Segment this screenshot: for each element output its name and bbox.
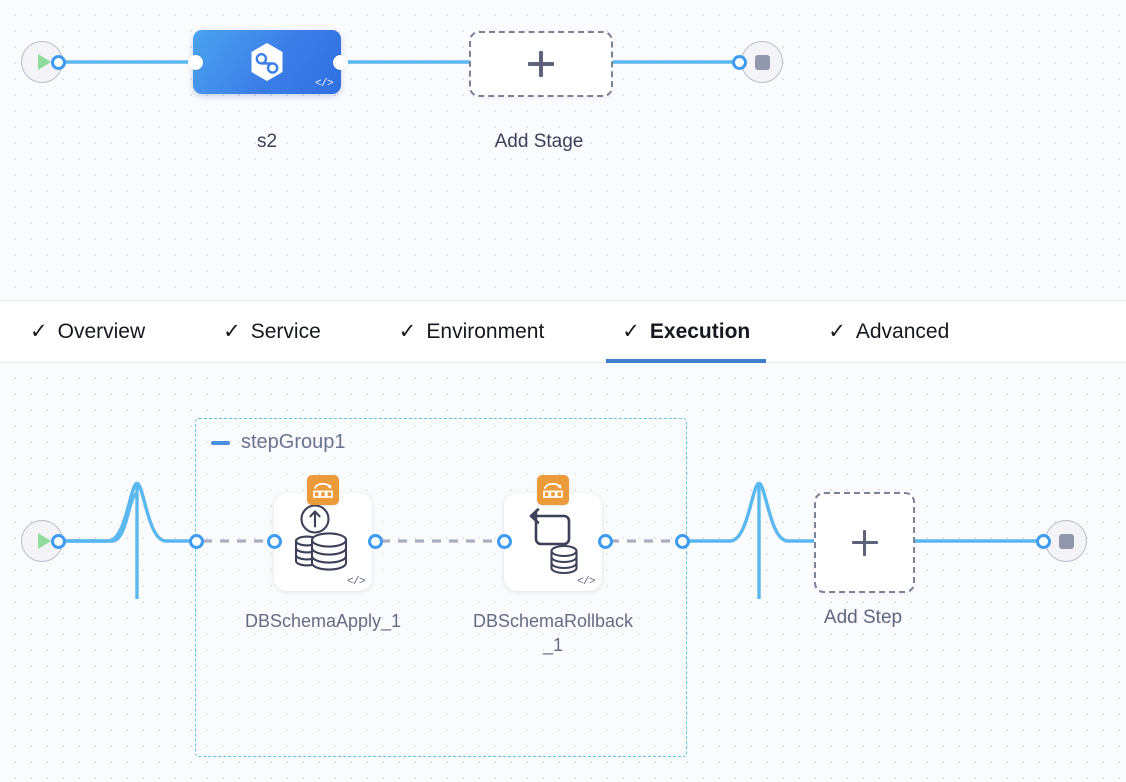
stage-node-s2[interactable]: </> <box>193 30 341 94</box>
stop-icon <box>1058 533 1074 549</box>
step-node-dbschemarollback[interactable]: </> <box>504 475 602 591</box>
tab-execution-label: Execution <box>649 319 751 343</box>
add-step-button[interactable] <box>814 492 915 593</box>
check-icon: ✓ <box>223 320 241 343</box>
step-group-input-port[interactable] <box>189 534 204 549</box>
check-icon: ✓ <box>398 320 417 343</box>
stage-node-output-port[interactable] <box>333 55 348 70</box>
step-group-output-port[interactable] <box>675 534 690 549</box>
stage-node-input-port[interactable] <box>188 55 203 70</box>
start-node-output-port[interactable] <box>51 55 66 70</box>
liquibase-glyph <box>313 482 333 498</box>
check-icon: ✓ <box>828 320 846 343</box>
tab-service-label: Service <box>250 319 321 343</box>
tab-environment[interactable]: ✓ Environment <box>383 301 561 362</box>
play-icon <box>37 54 51 70</box>
stop-icon <box>754 54 770 70</box>
tab-execution[interactable]: ✓ Execution <box>606 301 767 363</box>
execution-end-node[interactable] <box>1045 520 1087 562</box>
end-node-input-port[interactable] <box>732 55 747 70</box>
harness-hexagon-icon <box>251 43 283 81</box>
stage-node-label: s2 <box>256 131 278 152</box>
execution-end-input-port[interactable] <box>1036 534 1051 549</box>
tab-service[interactable]: ✓ Service <box>207 301 337 362</box>
step-2-code-badge-icon: </> <box>576 576 596 588</box>
liquibase-glyph <box>543 482 563 498</box>
stage-config-tabs[interactable]: ✓ Overview ✓ Service ✓ Environment ✓ Exe… <box>0 300 1126 363</box>
step-1-code-badge-icon: </> <box>346 576 366 588</box>
step-node-dbschemaapply-label: DBSchemaApply_1 <box>244 611 402 631</box>
add-stage-button[interactable] <box>469 31 613 97</box>
step-node-dbschemaapply[interactable]: </> <box>274 475 372 591</box>
pipeline-stage-canvas[interactable]: </> s2 Add Stage <box>0 0 1126 300</box>
plus-icon <box>851 529 878 556</box>
pipeline-end-node[interactable] <box>741 41 783 83</box>
step-group-stepGroup1[interactable] <box>195 418 687 757</box>
step-2-output-port[interactable] <box>598 534 613 549</box>
step-group-title: stepGroup1 <box>241 431 346 453</box>
step-1-input-port[interactable] <box>267 534 282 549</box>
tab-overview-label: Overview <box>57 319 146 343</box>
play-icon <box>37 533 51 549</box>
minus-icon[interactable] <box>211 440 230 445</box>
add-stage-label: Add Stage <box>494 131 584 152</box>
step-1-output-port[interactable] <box>368 534 383 549</box>
stage-code-badge-icon: </> <box>314 78 334 90</box>
step-group-header[interactable]: stepGroup1 <box>211 431 346 454</box>
execution-start-output-port[interactable] <box>51 534 66 549</box>
db-schema-apply-icon <box>274 499 372 583</box>
plus-icon <box>528 51 554 77</box>
tab-advanced[interactable]: ✓ Advanced <box>812 301 965 362</box>
check-icon: ✓ <box>622 320 640 343</box>
tab-advanced-label: Advanced <box>855 319 950 343</box>
db-schema-rollback-icon <box>504 499 602 583</box>
add-step-label: Add Step <box>823 607 903 628</box>
tab-environment-label: Environment <box>426 319 545 343</box>
step-node-dbschemarollback-label: DBSchemaRollback_1 <box>472 611 634 655</box>
execution-step-canvas[interactable]: stepGroup1 <box>0 363 1126 782</box>
check-icon: ✓ <box>30 320 48 343</box>
step-2-input-port[interactable] <box>497 534 512 549</box>
tab-overview[interactable]: ✓ Overview <box>14 301 161 362</box>
liquibase-badge-icon <box>537 475 569 505</box>
liquibase-badge-icon <box>307 475 339 505</box>
